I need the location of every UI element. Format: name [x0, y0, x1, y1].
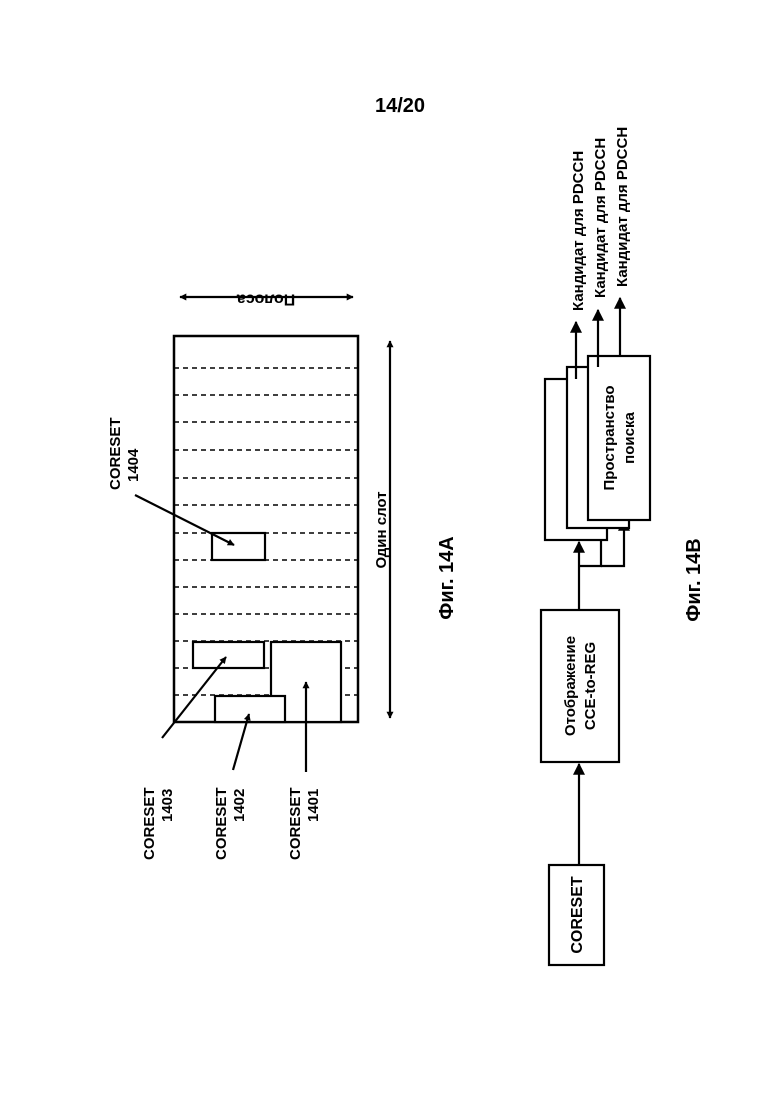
candidate-label-3: Кандидат для PDCCH: [614, 127, 631, 287]
figure-14a: Полоса Один слот CORESET 1404 CORESET 14…: [107, 291, 458, 860]
cce-to-reg-mapping-box: [541, 610, 619, 762]
figure-14b-caption: Фиг. 14B: [683, 538, 705, 622]
svg-text:Отображение: Отображение: [562, 636, 579, 736]
label-coreset-1402: CORESET 1402: [213, 787, 248, 860]
label-coreset-1401: CORESET 1401: [287, 787, 322, 860]
coreset-1403-region: [193, 642, 264, 668]
candidate-label-1: Кандидат для PDCCH: [570, 151, 587, 311]
svg-text:CCE-to-REG: CCE-to-REG: [582, 642, 599, 730]
figure-14b: CORESET Отображение CCE-to-REG Пространс…: [541, 127, 705, 965]
figure-14a-caption: Фиг. 14A: [436, 536, 458, 620]
svg-text:CORESET: CORESET: [287, 787, 304, 860]
coreset-box-label: CORESET: [569, 876, 586, 954]
svg-text:1401: 1401: [305, 789, 322, 822]
slot-label: Один слот: [373, 491, 390, 568]
coreset-1402-region: [215, 696, 285, 722]
svg-text:1403: 1403: [159, 789, 176, 822]
search-space-box-front: [588, 356, 650, 520]
svg-text:поиска: поиска: [621, 412, 638, 464]
svg-text:CORESET: CORESET: [213, 787, 230, 860]
svg-text:Пространство: Пространство: [601, 385, 618, 490]
label-coreset-1404: CORESET 1404: [107, 417, 142, 490]
bandwidth-label: Полоса: [237, 291, 295, 308]
svg-text:CORESET: CORESET: [107, 417, 124, 490]
label-coreset-1403: CORESET 1403: [141, 787, 176, 860]
svg-text:1402: 1402: [231, 789, 248, 822]
page-number: 14/20: [375, 95, 425, 117]
candidate-label-2: Кандидат для PDCCH: [592, 138, 609, 298]
svg-text:1404: 1404: [125, 448, 142, 482]
svg-text:CORESET: CORESET: [141, 787, 158, 860]
